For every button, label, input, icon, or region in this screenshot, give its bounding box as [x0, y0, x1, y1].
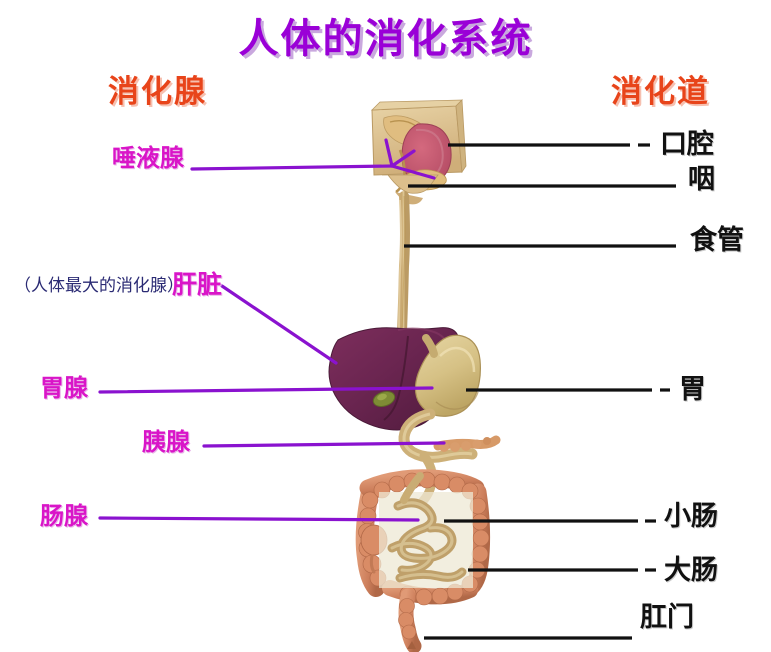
leader-pancreas [202, 441, 446, 448]
leader-saliva-branch-right [390, 149, 416, 168]
duodenum-pancreas-shape [398, 408, 501, 507]
label-large-intestine[interactable]: 大肠 [664, 555, 718, 586]
label-stomach[interactable]: 胃 [679, 374, 706, 405]
label-liver-note: （人体最大的消化腺） [14, 276, 184, 296]
label-pharynx[interactable]: 咽 [688, 164, 715, 195]
leader-gastric [98, 386, 434, 394]
label-liver[interactable]: 肝脏 [172, 270, 223, 299]
label-oral-cavity[interactable]: 口腔 [660, 129, 714, 160]
leader-saliva-branch-down [390, 164, 436, 180]
label-gastric-gland[interactable]: 胃腺 [40, 374, 88, 402]
heading-digestive-glands: 消化腺 [108, 74, 207, 110]
gland-leader-lines [98, 138, 446, 522]
leader-saliva-main [190, 164, 394, 171]
small-intestine-shape [379, 472, 473, 588]
stomach-shape [414, 334, 481, 417]
leader-saliva-branch-up [384, 138, 394, 168]
heading-digestive-tract: 消化道 [611, 74, 710, 110]
label-esophagus[interactable]: 食管 [690, 225, 744, 256]
esophagus-shape [397, 191, 410, 337]
head-mouth-region [370, 99, 467, 205]
label-salivary-gland[interactable]: 唾液腺 [112, 144, 184, 172]
leader-liver [220, 284, 338, 365]
label-pancreas[interactable]: 胰腺 [142, 428, 190, 456]
label-small-intestine[interactable]: 小肠 [664, 501, 718, 532]
leader-intestinal-gland [98, 516, 420, 522]
label-intestinal-gland[interactable]: 肠腺 [40, 502, 88, 530]
label-anus[interactable]: 肛门 [640, 602, 694, 633]
tract-leader-lines [404, 143, 676, 640]
page-title: 人体的消化系统 [238, 16, 533, 62]
